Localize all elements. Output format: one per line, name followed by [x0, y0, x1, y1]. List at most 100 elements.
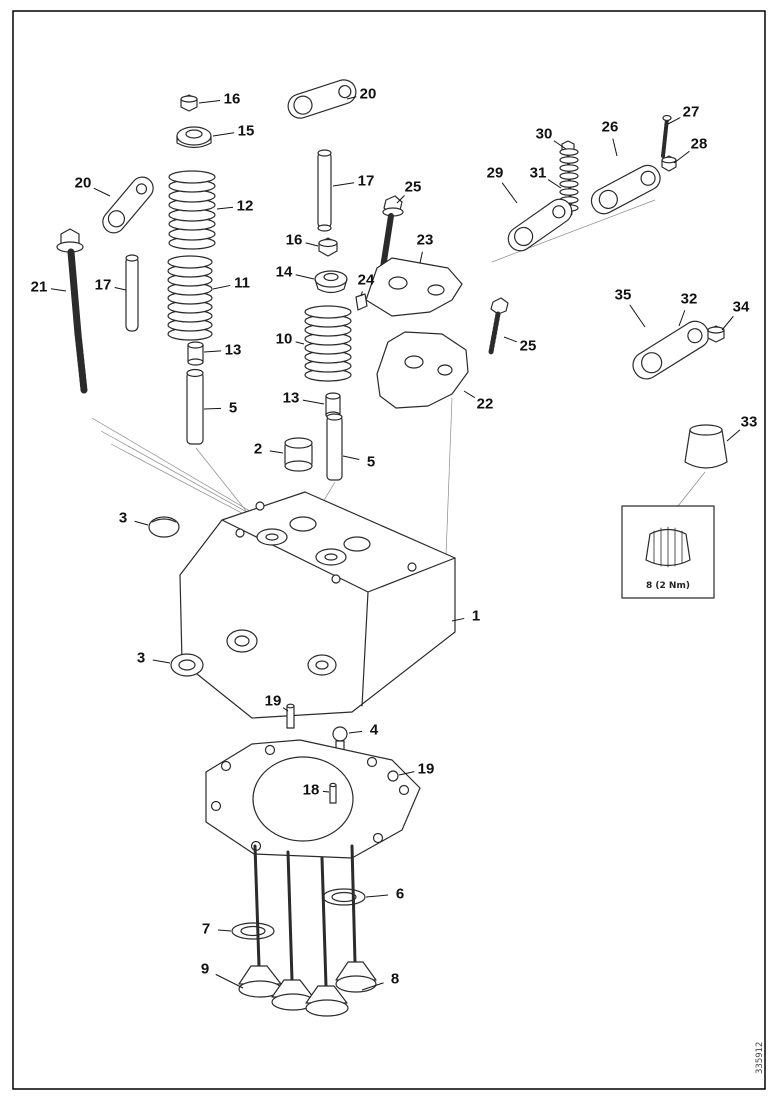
- callout-22: 22: [477, 396, 494, 413]
- leader-line-1: [451, 617, 465, 622]
- leader-line-13: [203, 350, 222, 353]
- exhaust-valve-8a: [305, 856, 349, 1017]
- callout-4: 4: [370, 722, 379, 739]
- leader-line-21: [50, 288, 67, 292]
- callout-8: 8: [391, 971, 399, 988]
- leader-line-23: [419, 251, 423, 264]
- leader-line-31: [547, 179, 562, 189]
- leader-line-16: [305, 242, 319, 247]
- dowel-pin-19-upper: [286, 703, 295, 729]
- callout-19: 19: [265, 693, 282, 710]
- leader-line-17: [332, 182, 355, 187]
- leader-line-24: [360, 291, 363, 297]
- rocker-arm-32: [632, 320, 710, 380]
- leader-line-30: [553, 140, 567, 150]
- leader-line-26: [612, 138, 618, 157]
- callout-1: 1: [472, 608, 480, 625]
- leader-line-7: [217, 929, 232, 932]
- leader-line-34: [721, 315, 734, 331]
- cup-plug-3-top: [148, 516, 180, 538]
- callout-10: 10: [276, 331, 293, 348]
- push-rod-17-left: [125, 254, 139, 332]
- leader-line-25: [396, 195, 405, 204]
- leader-line-4: [348, 730, 363, 734]
- valve-guide-5-center: [326, 413, 343, 481]
- parts-artwork: [56, 79, 728, 1017]
- callout-12: 12: [237, 198, 254, 215]
- callout-24: 24: [358, 272, 375, 289]
- nut-28: [661, 155, 677, 172]
- orifice-pin-18: [329, 782, 337, 804]
- callout-9: 9: [201, 961, 209, 978]
- leader-line-32: [678, 310, 686, 327]
- leader-line-19: [398, 771, 415, 776]
- callout-2: 2: [254, 441, 262, 458]
- callout-17: 17: [95, 277, 112, 294]
- cylinder-head-1: [179, 491, 456, 719]
- spring-retainer-14: [314, 270, 348, 294]
- callout-28: 28: [691, 136, 708, 153]
- callout-26: 26: [602, 119, 619, 136]
- callout-25: 25: [520, 338, 537, 355]
- callout-35: 35: [615, 287, 632, 304]
- valve-spring-12: [168, 170, 216, 250]
- rocker-arm-26: [590, 164, 661, 215]
- leader-line-2: [269, 450, 284, 454]
- callout-29: 29: [487, 165, 504, 182]
- callout-33: 33: [741, 414, 758, 431]
- rocker-shaft-bracket-23: [365, 257, 463, 317]
- dowel-19-gasket: [387, 770, 399, 782]
- seal-ring-6: [322, 888, 366, 906]
- callout-21: 21: [31, 279, 48, 296]
- callout-19: 19: [418, 761, 435, 778]
- intake-valve-9b: [271, 850, 315, 1011]
- valve-bridge-33: [684, 424, 728, 469]
- callout-17: 17: [358, 173, 375, 190]
- leader-line-33: [726, 429, 741, 442]
- leader-line-19: [282, 707, 289, 712]
- adjusting-screw-27: [661, 114, 672, 158]
- spring-seat-7: [231, 922, 275, 940]
- callout-3: 3: [137, 650, 145, 667]
- callout-16: 16: [286, 232, 303, 249]
- fitting-4: [332, 726, 348, 751]
- leader-line-9: [215, 973, 244, 989]
- leader-line-3: [152, 659, 171, 664]
- leader-line-6: [365, 894, 389, 898]
- leader-line-5: [203, 407, 222, 410]
- nut-16-left: [180, 94, 198, 112]
- leader-line-3: [134, 520, 149, 526]
- callout-31: 31: [530, 165, 547, 182]
- rocker-arm-29: [507, 198, 573, 252]
- valve-spring-10: [304, 305, 352, 382]
- leader-line-20: [346, 96, 357, 100]
- intake-valve-9a: [238, 844, 282, 998]
- callout-6: 6: [396, 886, 404, 903]
- nut-34: [707, 325, 725, 343]
- head-gasket: [205, 739, 421, 859]
- valve-seal-2: [284, 437, 313, 472]
- head-bolt-21: [56, 228, 88, 394]
- leader-line-10: [295, 341, 305, 345]
- callout-14: 14: [276, 264, 293, 281]
- rocker-arm-20-top: [287, 79, 357, 119]
- callout-3: 3: [119, 510, 127, 527]
- callout-16: 16: [224, 91, 241, 108]
- callout-25: 25: [405, 179, 422, 196]
- leader-line-16: [198, 99, 221, 104]
- drawing-id: 335912: [755, 1042, 765, 1074]
- rocker-shaft-bracket-22: [376, 331, 469, 409]
- cap-screw-25-right: [488, 297, 509, 355]
- callout-13: 13: [283, 390, 300, 407]
- callout-15: 15: [238, 123, 255, 140]
- leader-line-25: [503, 336, 517, 343]
- cup-plug-3-bottom: [170, 653, 204, 677]
- leader-line-35: [629, 304, 646, 328]
- callout-32: 32: [681, 291, 698, 308]
- callout-23: 23: [417, 232, 434, 249]
- leader-line-12: [216, 206, 234, 210]
- callout-30: 30: [536, 126, 553, 143]
- callout-20: 20: [75, 175, 92, 192]
